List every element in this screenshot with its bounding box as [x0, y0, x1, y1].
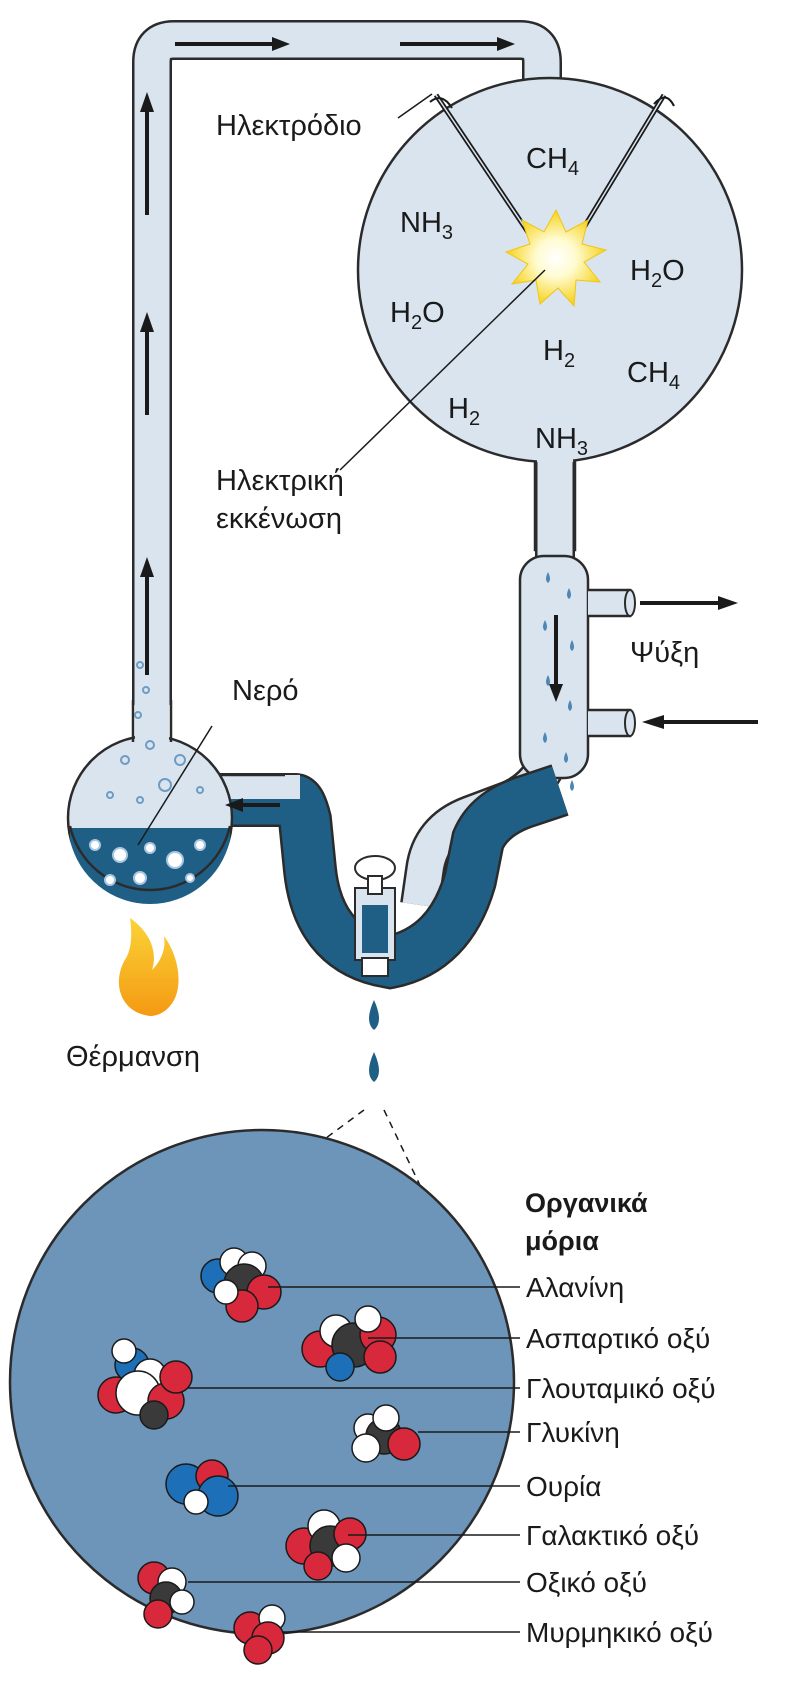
spark-icon [504, 208, 608, 308]
atom [351, 1433, 381, 1463]
gas-formula: H2 [448, 393, 480, 430]
atom [169, 1589, 195, 1615]
cooling-label: Ψύξη [630, 637, 699, 669]
molecule-model [137, 1561, 195, 1629]
molecule-model [97, 1338, 193, 1430]
flame-icon [118, 918, 179, 1016]
atom [159, 1360, 193, 1394]
molecule-name: Γλουταμικό οξύ [526, 1373, 716, 1404]
discharge-label-line1: Ηλεκτρική [216, 465, 344, 497]
molecule-names: Αλανίνη Ασπαρτικό οξύ Γλουταμικό οξύ Γλυ… [526, 1272, 716, 1648]
cooling-arrows [640, 596, 758, 729]
gas-formula: NH3 [535, 423, 588, 460]
molecule-model [165, 1459, 239, 1517]
glass-tube [132, 20, 562, 705]
gas-formula: H2 [543, 335, 575, 372]
atom [363, 1340, 397, 1374]
molecule-name: Γαλακτικό οξύ [526, 1520, 699, 1551]
atom [325, 1352, 355, 1382]
electrode-label: Ηλεκτρόδιο [216, 110, 362, 142]
gas-formula: H2O [630, 255, 685, 292]
molecule-model [301, 1305, 397, 1382]
atom [387, 1427, 421, 1461]
gas-formula: H2O [390, 297, 445, 334]
molecule-model [200, 1247, 282, 1323]
water-label: Νερό [232, 675, 299, 707]
molecule-model [233, 1604, 286, 1665]
gas-formulas: CH4 NH3 H2O H2O H2 CH4 H2 NH3 [390, 143, 685, 460]
atom [213, 1279, 239, 1305]
flow-arrows [140, 37, 515, 812]
zoom-circle [8, 1128, 516, 1636]
u-trap [210, 764, 569, 1082]
leader-lines [137, 93, 546, 846]
heating-label: Θέρμανση [66, 1041, 200, 1073]
molecules [97, 1247, 421, 1665]
molecule-name: Οξικό οξύ [526, 1567, 647, 1598]
atom [303, 1551, 333, 1581]
molecule-name: Ουρία [526, 1471, 601, 1502]
atom [139, 1400, 169, 1430]
discharge-label-line2: εκκένωση [216, 503, 342, 535]
molecule-model [351, 1404, 421, 1463]
molecule-leaders [188, 1286, 520, 1633]
atom [183, 1489, 209, 1515]
atom [331, 1543, 361, 1573]
atom [354, 1305, 382, 1333]
condenser [518, 554, 636, 791]
condensation-droplets [543, 572, 574, 791]
molecule-name: Γλυκίνη [526, 1417, 620, 1448]
atom [372, 1404, 400, 1432]
molecule-name: Αλανίνη [526, 1272, 624, 1303]
atom [143, 1599, 173, 1629]
organic-title-line1: Οργανικά [525, 1188, 648, 1218]
gas-formula: NH3 [400, 207, 453, 244]
gas-formula: CH4 [526, 143, 579, 180]
bubbles [106, 661, 204, 804]
molecule-name: Μυρμηκικό οξύ [526, 1617, 713, 1648]
gas-formula: CH4 [627, 357, 680, 394]
molecule-name: Ασπαρτικό οξύ [526, 1323, 710, 1354]
organic-title-line2: μόρια [525, 1226, 599, 1256]
atom [111, 1338, 137, 1364]
molecule-model [285, 1509, 367, 1581]
boiling-flask [66, 661, 234, 904]
atom [243, 1635, 273, 1665]
